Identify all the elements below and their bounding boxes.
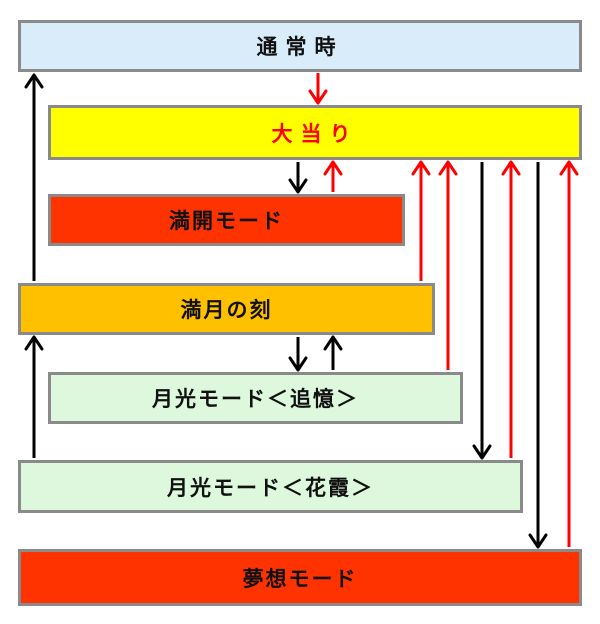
- node-full-open-mode: 満開モード: [48, 194, 405, 246]
- node-normal: 通常時: [18, 20, 582, 72]
- arrow-fullmoon-to-normal: [24, 73, 44, 281]
- arrow-tsuioku-to-jackpot: [438, 160, 458, 370]
- node-moonlight-tsuioku: 月光モード＜追憶＞: [48, 372, 463, 424]
- arrow-musou-to-jackpot: [559, 160, 579, 547]
- arrow-normal-to-jackpot: [308, 73, 328, 105]
- node-musou-mode: 夢想モード: [18, 549, 582, 606]
- arrow-fullopen-to-jackpot: [323, 160, 343, 192]
- arrow-jackpot-to-fullopen: [288, 162, 308, 194]
- node-jackpot: 大当り: [48, 105, 582, 160]
- arrow-tsuioku-to-fullmoon: [323, 335, 343, 370]
- node-full-moon-time: 満月の刻: [18, 283, 435, 335]
- arrow-kaka-to-fullmoon: [24, 335, 44, 458]
- arrow-fullmoon-to-tsuioku: [288, 337, 308, 372]
- arrow-jackpot-to-musou: [528, 162, 548, 549]
- arrow-kaka-to-jackpot: [501, 160, 521, 458]
- arrow-fullmoon-to-jackpot: [411, 160, 431, 281]
- arrow-jackpot-to-kaka: [472, 162, 492, 460]
- node-moonlight-kaka: 月光モード＜花霞＞: [18, 460, 523, 513]
